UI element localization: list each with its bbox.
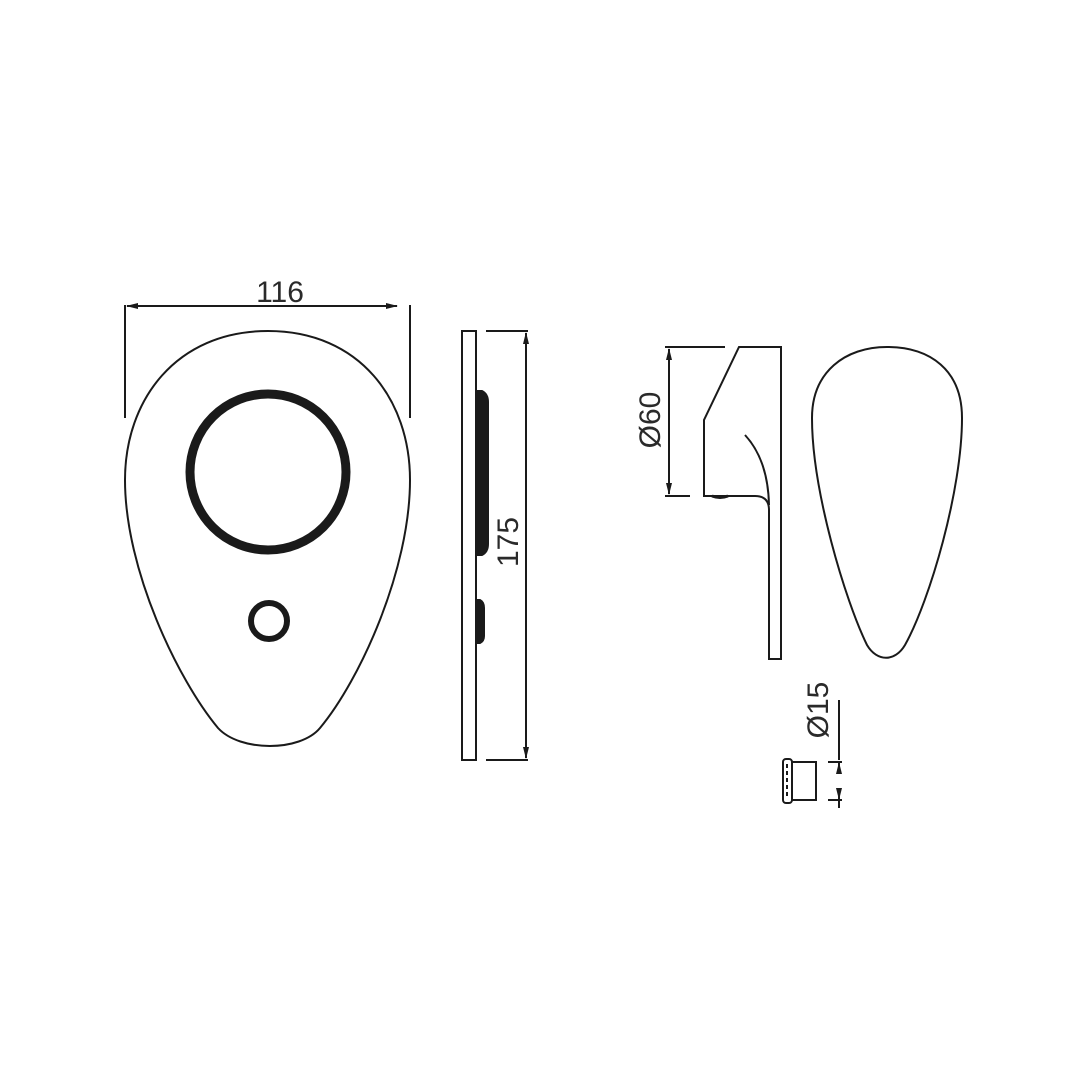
height-dimension-label: 175 [492, 517, 525, 567]
small-diameter-label: Ø15 [802, 682, 835, 739]
lever-side-view [665, 346, 782, 660]
front-view [123, 303, 412, 747]
small-part-view [782, 700, 842, 808]
width-dimension-label: 116 [256, 276, 304, 309]
lever-diameter-label: Ø60 [634, 392, 667, 449]
lever-top-view [810, 345, 964, 659]
side-view [461, 330, 529, 761]
